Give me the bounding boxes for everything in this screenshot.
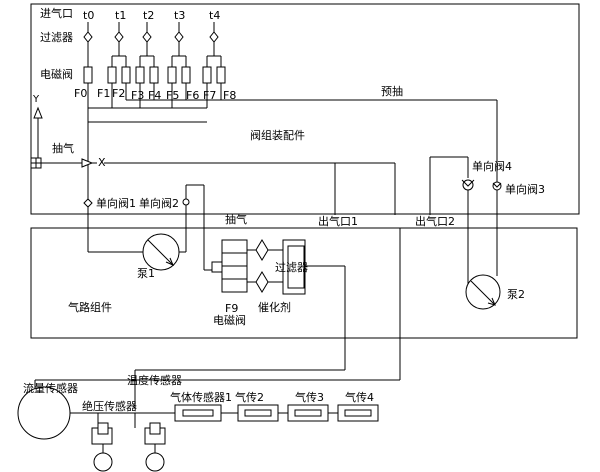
gas-sensor-1-symbol bbox=[174, 404, 222, 422]
check-valve-1-symbol bbox=[83, 198, 93, 208]
f6-label: F6 bbox=[186, 89, 199, 102]
temp-sensor-symbol bbox=[144, 422, 166, 472]
sensor-chain-lines bbox=[34, 228, 401, 428]
gas-sensor-2-label: 气传2 bbox=[235, 390, 264, 404]
check-valve-2-label: 单向阀2 bbox=[139, 196, 179, 210]
pump-2-symbol bbox=[465, 262, 501, 310]
pump-2-label: 泵2 bbox=[507, 288, 525, 301]
mid-filter-label: 过滤器 bbox=[275, 261, 308, 274]
pressure-sensor-label: 绝压传感器 bbox=[82, 399, 137, 413]
pump-gas-2-label: 抽气 bbox=[225, 212, 247, 226]
t0-label: t0 bbox=[83, 9, 94, 22]
gas-sensor-1-label: 气体传感器1 bbox=[170, 390, 232, 404]
flow-sensor-label: 流量传感器 bbox=[23, 381, 78, 395]
catalyst-label: 催化剂 bbox=[258, 300, 291, 314]
svg-text:Y: Y bbox=[32, 94, 40, 105]
valve-assembly-frame bbox=[30, 3, 580, 215]
gas-path-assembly-frame bbox=[30, 227, 578, 339]
svg-text:X: X bbox=[98, 156, 106, 169]
filter-top-label: 过滤器 bbox=[40, 31, 73, 44]
temp-sensor-label: 温度传感器 bbox=[127, 373, 182, 387]
solenoid-mid-label: 电磁阀 bbox=[213, 313, 246, 327]
gas-path-assembly-label: 气路组件 bbox=[68, 300, 112, 314]
f0-label: F0 bbox=[74, 87, 87, 100]
check-valve-3-symbol bbox=[492, 181, 502, 266]
f2-label: F2 bbox=[112, 87, 125, 100]
pre-pump-label: 预抽 bbox=[381, 84, 403, 98]
f9-solenoid-stack bbox=[211, 239, 257, 293]
f3-label: F3 bbox=[131, 89, 144, 102]
axis-symbol: Y X bbox=[30, 94, 106, 169]
inlet-filters bbox=[83, 22, 222, 67]
f8-label: F8 bbox=[223, 89, 236, 102]
t3-label: t3 bbox=[174, 9, 185, 22]
solenoid-top-label: 电磁阀 bbox=[40, 67, 73, 81]
valve-manifold-lines bbox=[87, 83, 498, 205]
t4-label: t4 bbox=[209, 9, 220, 22]
check-valve-3-label: 单向阀3 bbox=[505, 182, 545, 196]
check-valve-1-label: 单向阀1 bbox=[96, 196, 136, 210]
gas-sensor-4-symbol bbox=[337, 404, 379, 422]
pump-1-symbol bbox=[87, 205, 187, 271]
outlet-2-label: 出气口2 bbox=[415, 214, 455, 228]
pressure-sensor-symbol bbox=[91, 422, 113, 472]
gas-sensor-2-symbol bbox=[237, 404, 279, 422]
valve-assembly-label: 阀组装配件 bbox=[250, 128, 305, 142]
outlet-1-label: 出气口1 bbox=[318, 214, 358, 228]
flow-sensor-symbol bbox=[17, 386, 71, 440]
solenoid-valves bbox=[83, 66, 226, 84]
mid-filter-symbols bbox=[255, 239, 283, 293]
t1-label: t1 bbox=[115, 9, 126, 22]
outlet-loop-lines bbox=[92, 156, 469, 215]
catalyst-block bbox=[134, 239, 346, 408]
check-valve-4-label: 单向阀4 bbox=[472, 159, 512, 173]
check-valve-4-symbol bbox=[461, 179, 475, 262]
f4-label: F4 bbox=[148, 89, 161, 102]
t2-label: t2 bbox=[143, 9, 154, 22]
gas-sensor-3-symbol bbox=[287, 404, 329, 422]
pump-1-label: 泵1 bbox=[137, 267, 155, 280]
inlet-label: 进气口 bbox=[40, 6, 73, 20]
f9-label: F9 bbox=[225, 302, 238, 315]
f5-label: F5 bbox=[166, 89, 179, 102]
gas-sensor-3-label: 气传3 bbox=[295, 390, 324, 404]
f7-label: F7 bbox=[203, 89, 216, 102]
pump-gas-label: 抽气 bbox=[52, 141, 74, 155]
f1-label: F1 bbox=[97, 87, 110, 100]
gas-sensor-4-label: 气传4 bbox=[345, 390, 374, 404]
